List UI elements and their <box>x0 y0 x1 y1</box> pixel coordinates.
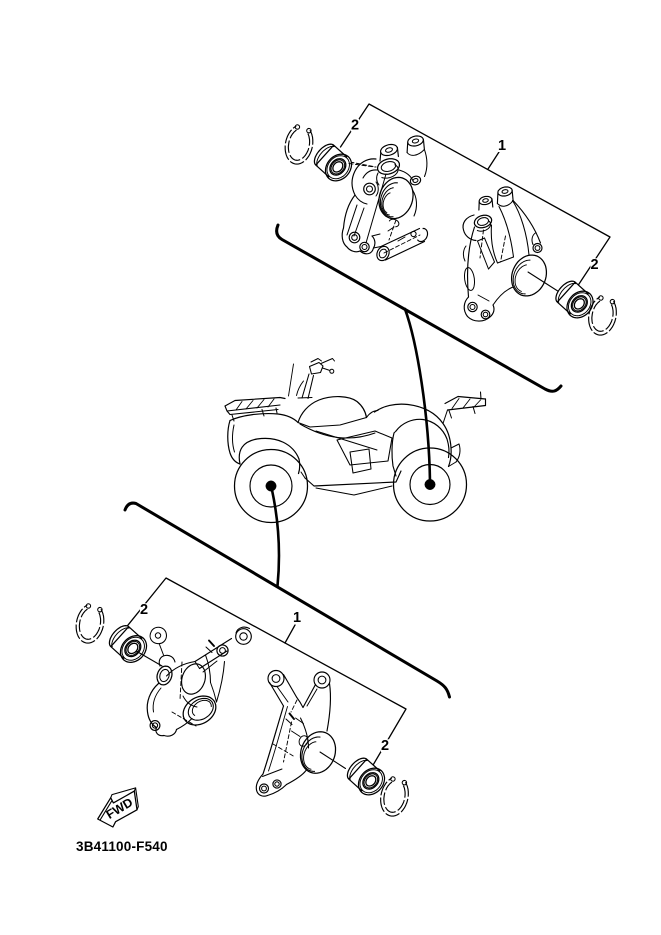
svg-text:3B41100-F540: 3B41100-F540 <box>76 839 168 854</box>
svg-text:2: 2 <box>351 118 359 134</box>
svg-text:1: 1 <box>498 138 506 154</box>
svg-text:2: 2 <box>140 602 148 618</box>
svg-text:1: 1 <box>293 610 301 626</box>
svg-text:2: 2 <box>590 257 598 273</box>
svg-text:2: 2 <box>381 738 389 754</box>
